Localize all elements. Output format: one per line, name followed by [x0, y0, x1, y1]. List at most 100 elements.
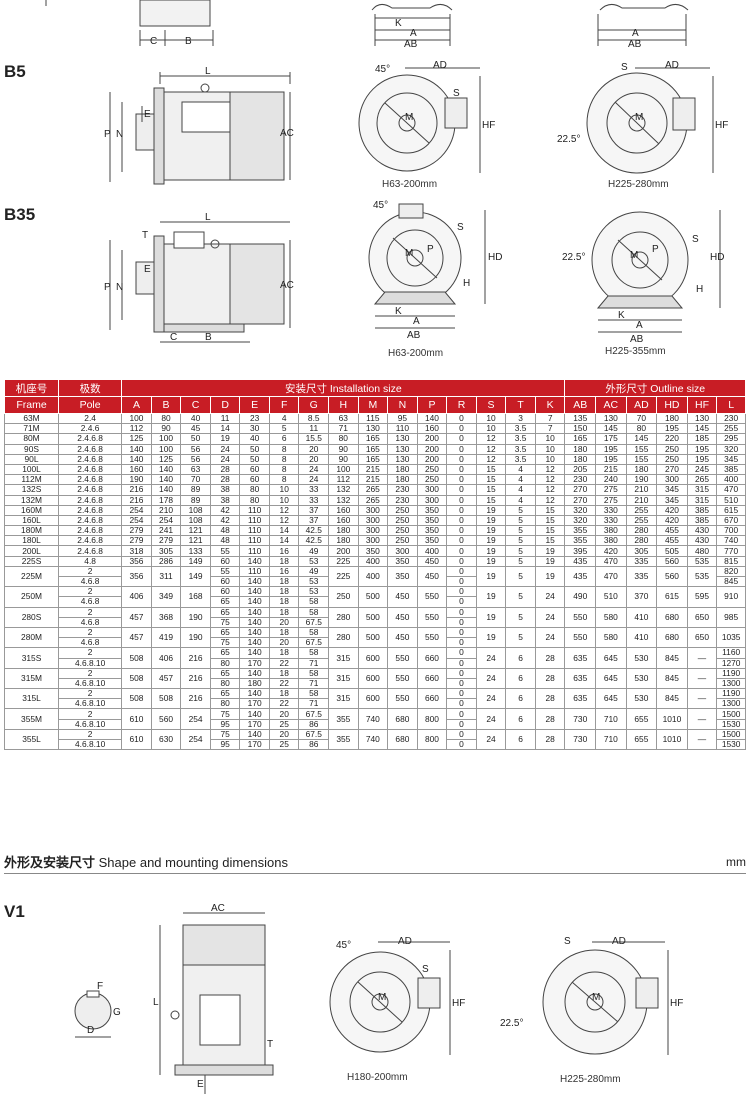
table-cell: 400	[416, 545, 448, 557]
table-cell: 112M	[3, 474, 60, 486]
table-cell: 0	[446, 606, 477, 618]
table-cell: 210	[625, 494, 658, 506]
table-cell: 160L	[3, 514, 60, 527]
table-cell: 8	[268, 453, 300, 465]
table-cell: 155	[625, 443, 658, 455]
dim-d-v1: D	[87, 1025, 94, 1036]
table-cell: 140	[239, 626, 270, 639]
table-cell: 149	[180, 555, 211, 567]
table-cell: 430	[686, 535, 718, 547]
table-cell: 49	[298, 545, 330, 557]
table-cell: 280	[328, 606, 359, 628]
table-cell: 165	[564, 433, 597, 445]
table-cell: 3.5	[505, 443, 536, 455]
table-cell: 160	[416, 423, 448, 435]
table-cell: 40	[180, 412, 211, 425]
table-cell: 140	[121, 453, 152, 465]
table-cell: 19	[534, 555, 566, 567]
table-cell: 130	[686, 412, 718, 425]
table-cell: 70	[625, 412, 658, 425]
table-cell: 330	[595, 514, 627, 527]
dim-ad-b5r: AD	[665, 60, 679, 71]
table-cell: 89	[180, 494, 211, 506]
column-header: K	[534, 396, 566, 414]
table-cell: 12	[475, 453, 507, 465]
table-cell: 550	[387, 647, 418, 669]
table-cell: 335	[625, 555, 658, 567]
table-cell: 250	[416, 474, 448, 486]
table-cell: 58	[298, 647, 330, 659]
table-cell: 1010	[656, 728, 688, 751]
table-cell: 355L	[3, 728, 60, 751]
table-cell: —	[686, 708, 718, 730]
table-cell: 305	[625, 545, 658, 557]
table-cell: 254	[121, 514, 152, 527]
table-cell: 0	[446, 535, 477, 547]
table-cell: 0	[446, 443, 477, 455]
table-cell: 4.6.8.10	[58, 657, 123, 669]
table-cell: 140	[239, 555, 270, 567]
column-header: HD	[656, 396, 688, 414]
table-cell: 0	[446, 494, 477, 506]
table-cell: 125	[150, 453, 182, 465]
table-cell: 355	[328, 708, 359, 730]
table-cell: 24	[534, 606, 566, 628]
dim-b-b35: B	[205, 332, 212, 343]
table-cell: 280	[328, 626, 359, 649]
table-cell: 2.4.6.8	[58, 484, 123, 496]
table-cell: 550	[564, 606, 597, 628]
table-cell: 0	[446, 688, 477, 700]
dim-ac-b5: AC	[280, 128, 294, 139]
table-cell: 0	[446, 514, 477, 527]
table-cell: 430	[686, 525, 718, 537]
dim-t-b35: T	[142, 230, 148, 241]
table-cell: 80	[209, 698, 241, 710]
table-cell: 10	[534, 453, 566, 465]
table-cell: 28	[534, 728, 566, 751]
table-cell: 0	[446, 412, 477, 425]
table-cell: 5	[505, 565, 536, 588]
table-cell: 15.5	[298, 433, 330, 445]
table-cell: 0	[446, 575, 477, 588]
table-cell: 110	[239, 525, 270, 537]
table-cell: 190	[180, 626, 211, 649]
table-cell: 55	[209, 545, 241, 557]
table-cell: 406	[150, 647, 182, 669]
table-cell: 610	[121, 728, 152, 751]
caption-v1-left: H180-200mm	[347, 1072, 408, 1083]
table-cell: 315	[328, 667, 359, 690]
table-cell: 20	[268, 637, 300, 649]
dim-ab-top: AB	[404, 39, 418, 50]
table-cell: 108	[180, 514, 211, 527]
table-cell: 220	[656, 433, 688, 445]
column-header: HF	[686, 396, 718, 414]
table-cell: 670	[716, 514, 746, 527]
table-cell: 1035	[716, 626, 746, 649]
dim-b-top: B	[185, 36, 192, 47]
table-cell: 270	[564, 494, 597, 506]
table-cell: 5	[505, 555, 536, 567]
table-cell: 250	[656, 443, 688, 455]
table-cell: 225S	[3, 555, 60, 567]
table-cell: 2	[58, 688, 123, 700]
spec-table: 机座号 极数 安装尺寸 Installation size 外形尺寸 Outli…	[3, 379, 746, 751]
table-cell: 0	[446, 677, 477, 690]
table-cell: 508	[121, 667, 152, 690]
table-cell: 80M	[3, 433, 60, 445]
table-cell: 19	[534, 565, 566, 588]
table-cell: 195	[595, 453, 627, 465]
table-cell: 37	[298, 514, 330, 527]
table-cell: 0	[446, 474, 477, 486]
table-cell: 180	[564, 453, 597, 465]
header-install: 安装尺寸 Installation size	[121, 379, 566, 397]
table-cell: 42.5	[298, 535, 330, 547]
column-header: A	[121, 396, 152, 414]
table-cell: 140	[239, 575, 270, 588]
table-cell: 165	[357, 443, 389, 455]
column-header: AC	[595, 396, 627, 414]
table-cell: 18	[268, 626, 300, 639]
table-cell: 132	[328, 494, 359, 506]
table-cell: 112	[121, 423, 152, 435]
